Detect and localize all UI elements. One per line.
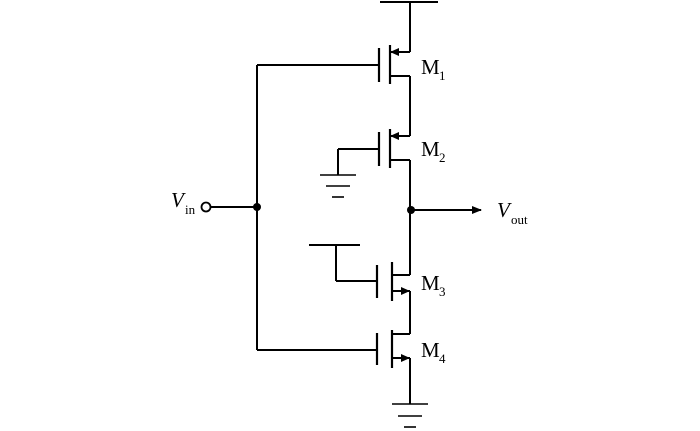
- svg-text:M: M: [421, 55, 440, 79]
- m2-arrow-icon: [390, 132, 399, 140]
- label-m4: M 4: [421, 338, 446, 366]
- label-vout: V out: [497, 198, 528, 227]
- svg-text:out: out: [511, 212, 528, 227]
- m4-arrow-icon: [401, 354, 410, 362]
- svg-text:M: M: [421, 338, 440, 362]
- transistor-m1: [377, 45, 410, 84]
- svg-text:2: 2: [439, 150, 446, 165]
- ground-icon-m2: [320, 174, 356, 198]
- ground-icon-m4: [392, 403, 428, 428]
- transistor-m4: [375, 330, 410, 368]
- label-m1: M 1: [421, 55, 446, 83]
- label-m3: M 3: [421, 271, 446, 299]
- vdd-rail: [380, 1, 438, 52]
- svg-text:V: V: [497, 198, 512, 222]
- transistor-m3: [309, 244, 410, 301]
- svg-text:in: in: [185, 202, 196, 217]
- label-vin: V in: [171, 188, 196, 217]
- svg-text:3: 3: [439, 284, 446, 299]
- m3-arrow-icon: [401, 287, 410, 295]
- svg-text:4: 4: [439, 351, 446, 366]
- svg-text:M: M: [421, 271, 440, 295]
- label-m2: M 2: [421, 137, 446, 165]
- m1-arrow-icon: [390, 48, 399, 56]
- svg-text:M: M: [421, 137, 440, 161]
- svg-text:1: 1: [439, 68, 446, 83]
- input-terminal-icon: [200, 201, 212, 213]
- input-network: [200, 64, 379, 351]
- transistor-m2: [337, 129, 410, 175]
- svg-text:V: V: [171, 188, 186, 212]
